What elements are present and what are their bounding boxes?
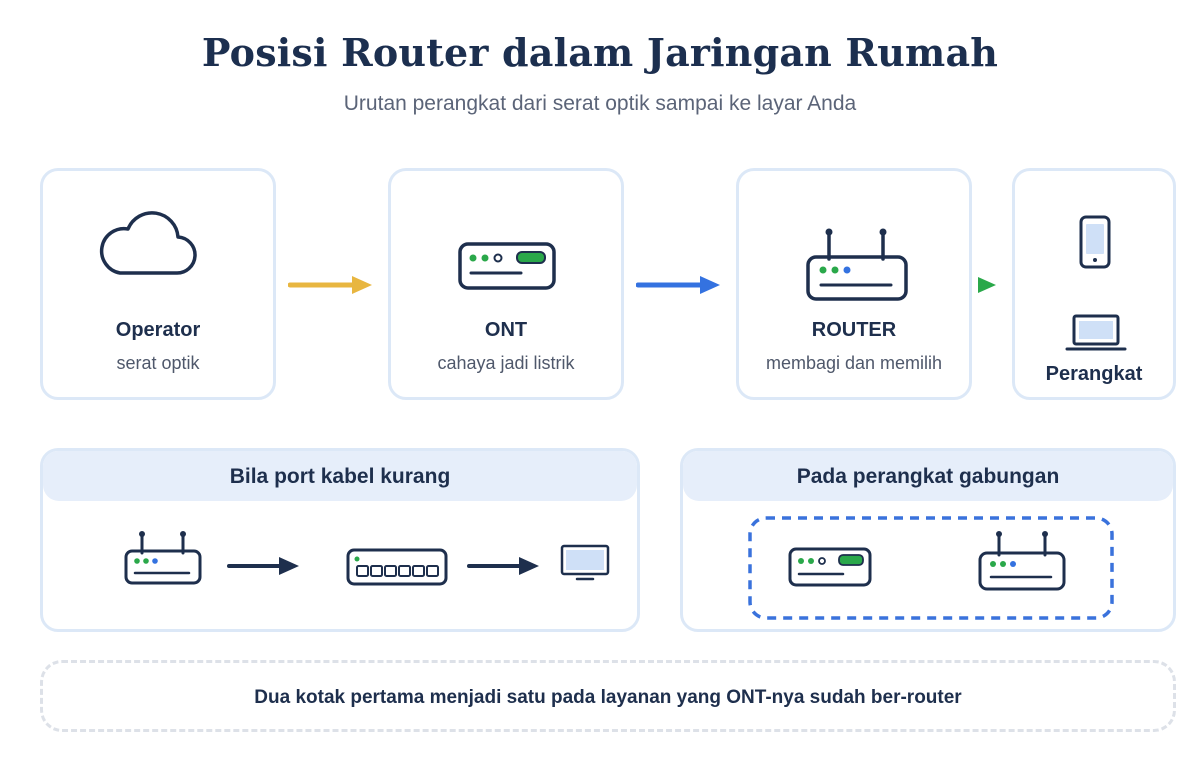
cloud-icon: [99, 211, 197, 275]
ports-arrow-1: [227, 557, 299, 575]
ports-panel-header: [43, 451, 637, 501]
operator-sublabel: serat optik: [116, 353, 200, 373]
router-sublabel: membagi dan memilih: [765, 353, 943, 373]
flow-arrow-router-devices: [978, 277, 996, 293]
switch-icon: [346, 548, 448, 586]
operator-card: Operator serat optik: [40, 168, 276, 400]
ports-panel: Bila port kabel kurang: [40, 448, 640, 632]
ont-device-icon: [788, 547, 872, 587]
footnote-text: Dua kotak pertama menjadi satu pada laya…: [254, 687, 962, 708]
router-label: ROUTER: [811, 319, 897, 341]
flow-arrow-operator-ont: [288, 276, 372, 294]
combined-panel-title: Pada perangkat gabungan: [796, 465, 1060, 488]
router-icon: [124, 531, 202, 585]
page-title: Posisi Router dalam Jaringan Rumah: [201, 30, 999, 75]
monitor-icon: [560, 544, 610, 581]
laptop-icon: [1065, 314, 1127, 351]
router-card: ROUTER membagi dan memilih: [736, 168, 972, 400]
footnote-box: Dua kotak pertama menjadi satu pada laya…: [40, 660, 1176, 732]
ont-sublabel: cahaya jadi listrik: [437, 353, 575, 373]
router-icon: [978, 531, 1066, 591]
ports-arrow-2: [467, 557, 539, 575]
smartphone-icon: [1079, 215, 1111, 269]
page-subtitle: Urutan perangkat dari serat optik sampai…: [343, 92, 857, 115]
devices-card: Perangkat: [1012, 168, 1176, 400]
operator-label: Operator: [115, 319, 201, 341]
combined-panel-header: [683, 451, 1173, 501]
ports-panel-title: Bila port kabel kurang: [229, 465, 451, 488]
devices-label: Perangkat: [1045, 363, 1143, 385]
flow-arrow-ont-router: [636, 276, 720, 294]
combined-device-outline: [748, 516, 1114, 620]
ont-label: ONT: [484, 319, 528, 341]
ont-device-icon: [458, 242, 556, 290]
ont-card: ONT cahaya jadi listrik: [388, 168, 624, 400]
router-icon: [806, 228, 908, 301]
combined-panel: Pada perangkat gabungan: [680, 448, 1176, 632]
